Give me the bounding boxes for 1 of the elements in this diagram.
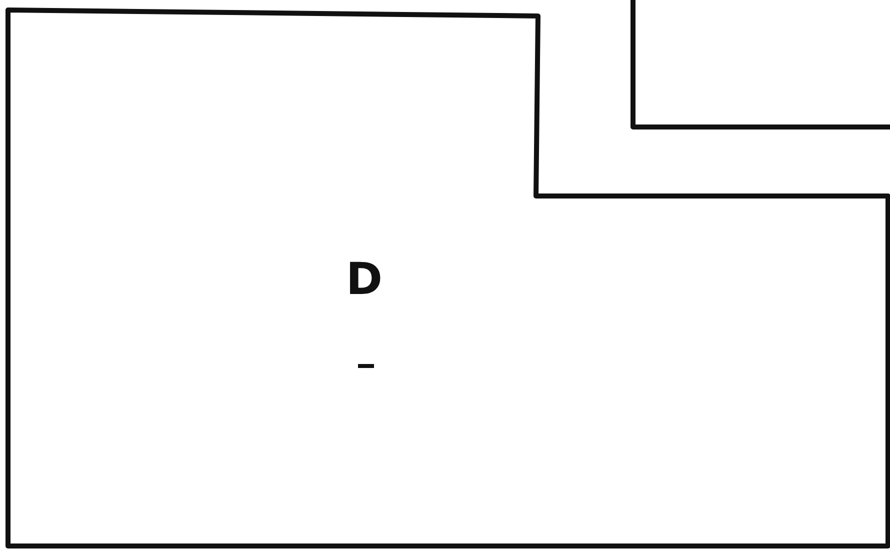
region-label: D <box>346 258 383 302</box>
